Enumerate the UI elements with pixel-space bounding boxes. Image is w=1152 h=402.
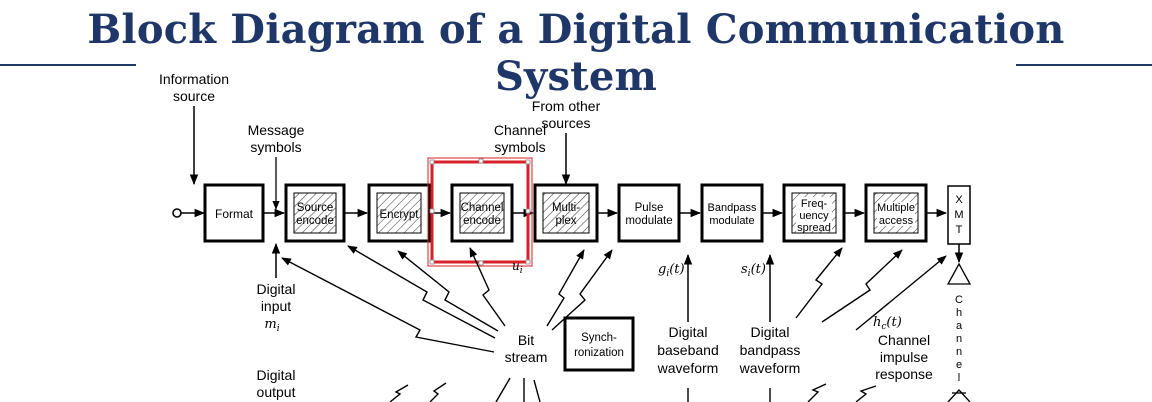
format-block: Format <box>203 183 265 243</box>
svg-text:ronization: ronization <box>574 347 624 359</box>
digital-output-label: Digital output <box>257 367 296 400</box>
svg-text:X: X <box>955 194 963 206</box>
svg-text:stream: stream <box>505 349 548 365</box>
svg-text:T: T <box>956 224 963 236</box>
svg-text:Message: Message <box>248 122 305 138</box>
svg-text:n: n <box>956 346 962 358</box>
svg-text:Freq-: Freq- <box>801 198 828 210</box>
svg-text:encode: encode <box>463 215 501 227</box>
svg-text:uency: uency <box>799 210 829 222</box>
svg-text:From other: From other <box>532 98 601 114</box>
information-source-label: Information source <box>159 71 229 104</box>
gi-t-label: gi(t) <box>658 262 685 279</box>
svg-text:modulate: modulate <box>625 215 672 227</box>
channel-impulse-response-label: Channel impulse response <box>875 332 933 382</box>
svg-text:Pulse: Pulse <box>635 202 664 214</box>
title-rule-right <box>1016 64 1152 66</box>
svg-text:source: source <box>173 88 215 104</box>
svg-text:a: a <box>956 320 963 332</box>
svg-text:access: access <box>879 215 914 227</box>
lower-connectors <box>389 377 877 402</box>
input-terminal-icon <box>172 208 182 218</box>
bit-stream-connectors <box>281 245 613 353</box>
svg-text:Information: Information <box>159 71 229 87</box>
title-rule-left <box>0 64 136 66</box>
svg-text:modulate: modulate <box>709 215 754 227</box>
hc-t-label: hc(t) <box>873 315 902 332</box>
svg-text:Multiple: Multiple <box>877 202 915 214</box>
svg-text:output: output <box>257 384 296 400</box>
spread-connectors <box>795 247 947 331</box>
svg-text:plex: plex <box>555 215 576 227</box>
svg-text:baseband: baseband <box>657 342 719 358</box>
from-other-sources-label: From other sources <box>532 98 601 131</box>
svg-text:n: n <box>956 333 962 345</box>
svg-text:M: M <box>954 209 963 221</box>
svg-text:l: l <box>958 372 960 384</box>
svg-text:Format: Format <box>215 207 254 221</box>
svg-text:sources: sources <box>541 115 590 131</box>
svg-text:Digital: Digital <box>257 281 296 297</box>
bandpass-modulate-block: Bandpass modulate <box>700 183 764 243</box>
channel-encode-highlight <box>427 157 533 267</box>
svg-text:symbols: symbols <box>250 139 301 155</box>
svg-text:Bandpass: Bandpass <box>708 202 757 214</box>
svg-text:mi: mi <box>264 317 279 334</box>
svg-text:spread: spread <box>797 222 831 234</box>
svg-text:impulse: impulse <box>880 349 928 365</box>
source-encode-block: Source encode <box>284 183 346 243</box>
digital-baseband-waveform-label: Digital baseband waveform <box>657 324 719 376</box>
message-symbols-label: Message symbols <box>248 122 305 155</box>
xmt-block: X M T <box>947 185 971 245</box>
svg-text:Digital: Digital <box>669 324 708 340</box>
svg-text:waveform: waveform <box>739 360 801 376</box>
svg-text:bandpass: bandpass <box>740 342 801 358</box>
bit-stream-label: Bit stream <box>505 332 548 365</box>
pulse-modulate-block: Pulse modulate <box>617 183 681 243</box>
svg-text:input: input <box>261 298 291 314</box>
synchronization-block: Synch- ronization <box>563 316 635 372</box>
svg-text:Synch-: Synch- <box>581 332 617 344</box>
svg-text:waveform: waveform <box>657 360 719 376</box>
svg-text:Digital: Digital <box>257 367 296 383</box>
encrypt-block: Encrypt <box>367 183 431 243</box>
channel-encode-block: Channel encode <box>450 183 514 243</box>
svg-text:h: h <box>956 307 962 319</box>
frequency-spread-block: Freq- uency spread <box>782 183 846 243</box>
digital-bandpass-waveform-label: Digital bandpass waveform <box>739 324 801 376</box>
multiplex-block: Multi- plex <box>533 183 599 243</box>
antenna-icon <box>946 262 972 285</box>
channel-symbol-ui: ui <box>512 259 523 276</box>
svg-text:Source: Source <box>297 202 333 214</box>
channel-vertical-label: C h a n n e l <box>955 294 963 384</box>
multiple-access-block: Multiple access <box>864 183 928 243</box>
svg-text:Multi-: Multi- <box>552 202 580 214</box>
svg-text:Bit: Bit <box>518 332 534 348</box>
svg-text:Channel: Channel <box>878 332 930 348</box>
svg-text:e: e <box>956 359 962 371</box>
svg-text:encode: encode <box>296 215 334 227</box>
si-t-label: si(t) <box>741 262 766 279</box>
digital-input-label: Digital input mi <box>257 281 296 334</box>
channel-symbols-label: Channel symbols <box>494 122 546 155</box>
page-title: Block Diagram of a Digital Communication… <box>87 6 1065 100</box>
svg-text:symbols: symbols <box>494 139 545 155</box>
svg-text:Channel: Channel <box>461 202 504 214</box>
svg-text:response: response <box>875 366 933 382</box>
receive-antenna-icon <box>947 389 971 402</box>
svg-text:C: C <box>955 294 963 306</box>
svg-text:Encrypt: Encrypt <box>380 209 420 221</box>
svg-text:Digital: Digital <box>751 324 790 340</box>
svg-text:Channel: Channel <box>494 122 546 138</box>
